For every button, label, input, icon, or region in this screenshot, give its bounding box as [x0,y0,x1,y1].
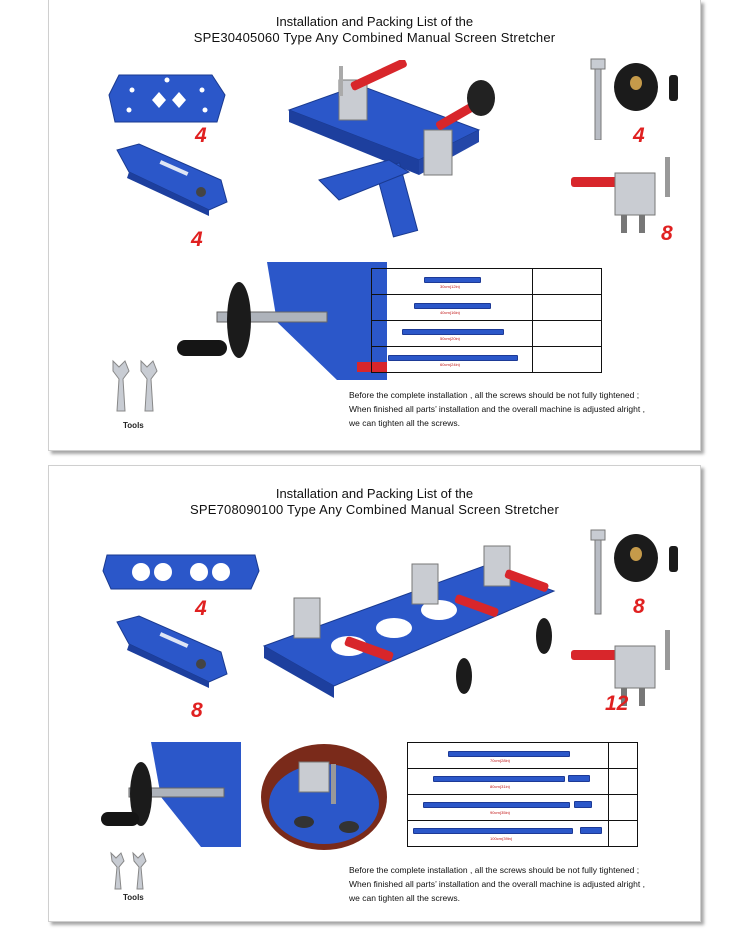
base-plate-quantity: 4 [195,124,207,147]
toggle-clamp-quantity: 12 [605,692,629,715]
installation-note: Before the complete installation , all t… [349,388,689,430]
screw-knob-image [590,529,678,615]
panel-2-title-line-1: Installation and Packing List of the [275,486,474,501]
screw-knob-image [590,58,678,140]
stretcher-assembly-image [262,545,556,698]
bar-cell-3: 90cm(35in) [407,794,609,821]
base-plate-quantity: 4 [195,597,207,620]
bar-packing-table: 70cm(28in) 80cm(31in) 90cm(35in) 100cm(3… [407,742,638,847]
panel-2-title: Installation and Packing List of the SPE… [49,486,700,518]
note-line-3: we can tighten all the screws. [349,893,461,903]
packing-list-panel-2: Installation and Packing List of the SPE… [48,465,701,922]
clamp-closeup-photo [261,744,387,850]
panel-1-title: Installation and Packing List of the SPE… [49,14,700,46]
packing-list-panel-1: Installation and Packing List of the SPE… [48,0,701,451]
bar-label-4: 100cm(39in) [490,836,513,841]
note-line-1: Before the complete installation , all t… [349,390,640,400]
tools-label: Tools [123,893,144,902]
bar-packing-table: 30cm(12in) 40cm(16in) 50cm(20in) 60cm(24… [371,268,602,373]
panel-2-title-line-2: SPE708090100 Type Any Combined Manual Sc… [189,502,559,517]
sliding-bracket-quantity: 8 [191,699,203,722]
bar-label-3: 90cm(35in) [490,810,511,815]
note-line-2: When finished all parts’ installation an… [349,404,645,414]
note-line-1: Before the complete installation , all t… [349,865,640,875]
base-plate-image [108,74,226,123]
bar-label-1: 30cm(12in) [440,284,461,289]
bar-label-2: 40cm(16in) [440,310,461,315]
note-line-3: we can tighten all the screws. [349,418,461,428]
wrench-tools-image [112,359,158,412]
toggle-clamp-quantity: 8 [661,222,673,245]
base-plate-image [102,554,260,590]
knob-detail-image [101,742,241,847]
bar-label-2: 80cm(31in) [490,784,511,789]
toggle-clamp-image [571,157,670,233]
bar-cell-2: 80cm(31in) [407,768,609,795]
sliding-bracket-image [116,615,228,688]
bar-cell-1: 70cm(28in) [407,742,609,769]
knob-detail-image [177,262,387,380]
bar-cell-2: 40cm(16in) [371,294,533,321]
sliding-bracket-quantity: 4 [191,228,203,251]
panel-1-title-line-1: Installation and Packing List of the [275,14,474,29]
tools-label: Tools [123,421,144,430]
bar-cell-4: 60cm(24in) [371,346,533,373]
toggle-clamp-image [571,630,670,706]
installation-note: Before the complete installation , all t… [349,863,689,905]
stretcher-assembly-image [287,60,495,238]
bar-cell-4: 100cm(39in) [407,820,609,847]
screw-knob-quantity: 8 [633,595,645,618]
sliding-bracket-image [116,143,228,216]
note-line-2: When finished all parts’ installation an… [349,879,645,889]
bar-label-3: 50cm(20in) [440,336,461,341]
panel-1-title-line-2: SPE30405060 Type Any Combined Manual Scr… [193,30,556,45]
bar-cell-3: 50cm(20in) [371,320,533,347]
bar-cell-1: 30cm(12in) [371,268,533,295]
screw-knob-quantity: 4 [633,124,645,147]
wrench-tools-image [110,851,147,890]
bar-label-4: 60cm(24in) [440,362,461,367]
bar-label-1: 70cm(28in) [490,758,511,763]
